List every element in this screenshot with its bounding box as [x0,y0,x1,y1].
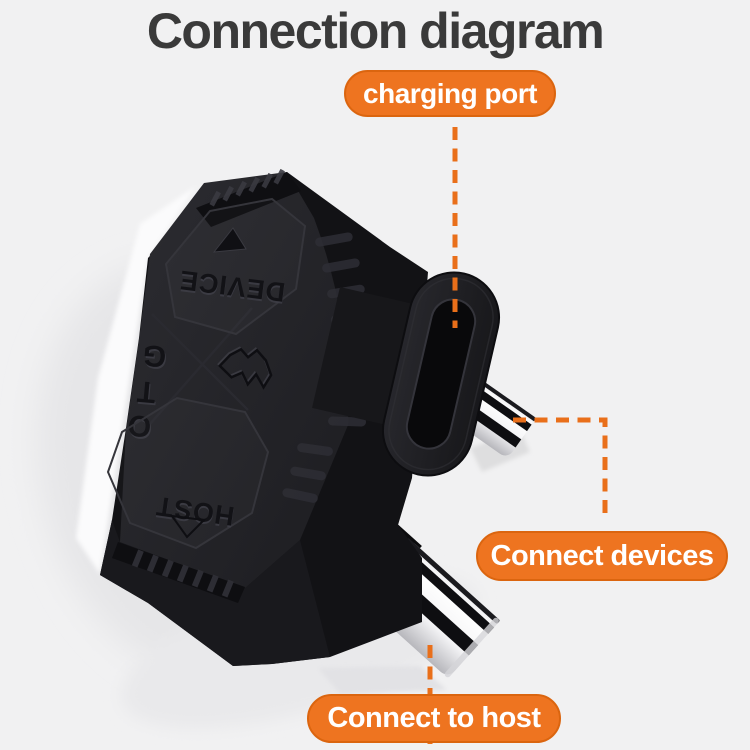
otg-letter: T [135,374,157,409]
host-panel: HOST HOST [106,396,270,550]
connect-devices-line [513,417,608,513]
connect-to-host-label: Connect to host [307,694,561,743]
otg-letter-highlight: T [136,376,158,411]
device-panel: DEVICE DEVICE [164,197,307,336]
top-serration [196,168,301,227]
otg-letter: G [140,338,167,373]
otg-letter-highlight: G [141,340,168,375]
charging-port-label: charging port [344,70,556,117]
bottom-serration [112,542,245,603]
triangle-down-icon [169,514,207,539]
usb-c-port [312,271,501,477]
device-lit-side-facet [76,186,196,574]
connect-devices-label: Connect devices [476,531,728,581]
triangle-up-icon [212,227,247,253]
otg-letter: O [125,408,152,443]
page-title: Connection diagram [146,3,605,59]
brand-fox-logo-icon [217,346,273,390]
